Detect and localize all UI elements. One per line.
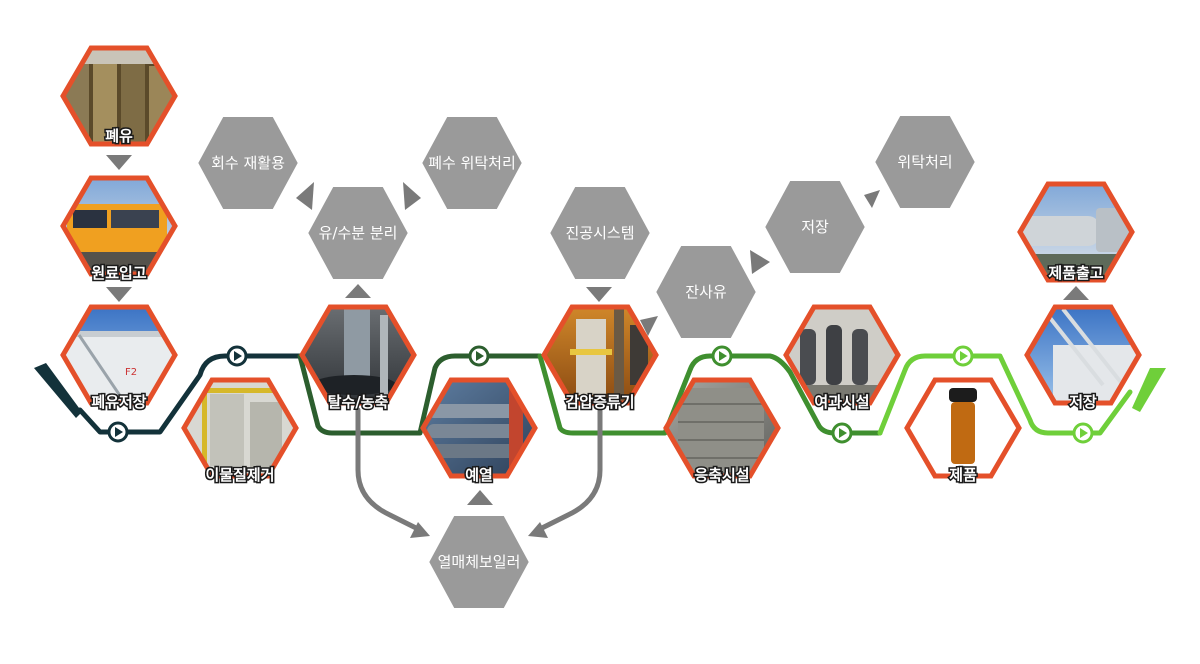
- connector-arrow: [864, 190, 880, 208]
- flow-arrow-icon: [952, 345, 974, 367]
- node-waste-oil: 폐유: [60, 45, 178, 147]
- node-foreign-matter-removal: 이물질제거: [181, 377, 299, 486]
- node-label: 여과시설: [814, 393, 869, 411]
- flow-arrow-icon: [831, 422, 853, 444]
- gray-node-label: 회수 재활용: [211, 154, 285, 172]
- node-dehydration-concentration: 탈수/농축: [299, 304, 417, 413]
- node-raw-material-receipt: 원료입고: [60, 175, 178, 284]
- flow-arrow-icon: [711, 345, 733, 367]
- flow-arrow-icon: [107, 421, 129, 443]
- node-label: 폐유: [105, 127, 133, 145]
- flow-end-marker: [1132, 368, 1166, 412]
- gray-node-label: 위탁처리: [897, 153, 952, 171]
- node-waste-oil-storage: F2 폐유저장: [60, 304, 178, 413]
- gray-node-residual-oil: 잔사유: [651, 242, 761, 342]
- connector-arrow: [106, 287, 132, 302]
- loop-arrow-left: [410, 522, 430, 538]
- connector-arrow: [106, 155, 132, 170]
- main-flow-line: [77, 353, 1133, 436]
- flow-arrow-icon: [1072, 422, 1094, 444]
- svg-text:F2: F2: [125, 367, 137, 378]
- gray-node-label: 잔사유: [685, 283, 727, 301]
- truck-photo: [63, 178, 175, 274]
- node-label: 감압증류기: [565, 393, 634, 411]
- node-label: 폐유저장: [91, 393, 146, 411]
- connector-arrow: [345, 284, 371, 298]
- node-condensing-facility: 응축시설: [663, 377, 781, 486]
- connector-arrow: [586, 287, 612, 302]
- node-label: 예열: [465, 466, 493, 484]
- flow-arrow-icon: [226, 345, 248, 367]
- node-product: 제품: [904, 377, 1022, 486]
- node-label: 저장: [1069, 393, 1097, 411]
- gray-node-oil-water-separation: 유/수분 분리: [303, 183, 413, 283]
- gray-node-label: 유/수분 분리: [319, 224, 398, 242]
- node-vacuum-distillation: 감압증류기: [541, 304, 659, 413]
- preheater-photo: [423, 380, 535, 476]
- connector-arrow: [467, 490, 493, 505]
- gray-node-label: 진공시스템: [565, 224, 634, 242]
- node-product-shipment: 제품출고: [1017, 181, 1135, 284]
- gray-node-recovery-recycling: 회수 재활용: [193, 113, 303, 213]
- gray-node-residue-storage: 저장: [760, 177, 870, 277]
- boiler-loop-line: [355, 407, 603, 533]
- node-label: 원료입고: [91, 264, 146, 282]
- connector-arrow: [403, 182, 421, 210]
- node-label: 제품: [949, 466, 977, 484]
- connector-arrow: [1063, 286, 1089, 300]
- gray-node-outsourced-treatment: 위탁처리: [870, 112, 980, 212]
- product-bottle-photo: [907, 380, 1019, 476]
- connector-arrow: [296, 182, 314, 210]
- connector-arrow: [640, 316, 658, 336]
- gray-node-label: 폐수 위탁처리: [428, 154, 516, 172]
- connector-arrow: [750, 250, 770, 274]
- gray-node-thermal-oil-boiler: 열매체보일러: [424, 512, 534, 612]
- filter-tank-photo: [184, 380, 296, 476]
- node-label: 탈수/농축: [328, 393, 389, 411]
- node-label: 제품출고: [1048, 264, 1103, 282]
- node-filtration-facility: 여과시설: [783, 304, 901, 413]
- gray-node-label: 저장: [801, 218, 829, 236]
- flow-arrow-icon: [468, 345, 490, 367]
- node-preheating: 예열: [420, 377, 538, 486]
- gray-node-label: 열매체보일러: [438, 553, 521, 571]
- flow-start-marker: [34, 363, 82, 418]
- gray-node-vacuum-system: 진공시스템: [545, 183, 655, 283]
- loop-arrow-right: [528, 522, 548, 538]
- gray-node-wastewater-outsourcing: 폐수 위탁처리: [417, 113, 527, 213]
- dehydration-unit-photo: [302, 307, 414, 403]
- node-label: 응축시설: [694, 466, 749, 484]
- node-label: 이물질제거: [205, 466, 274, 484]
